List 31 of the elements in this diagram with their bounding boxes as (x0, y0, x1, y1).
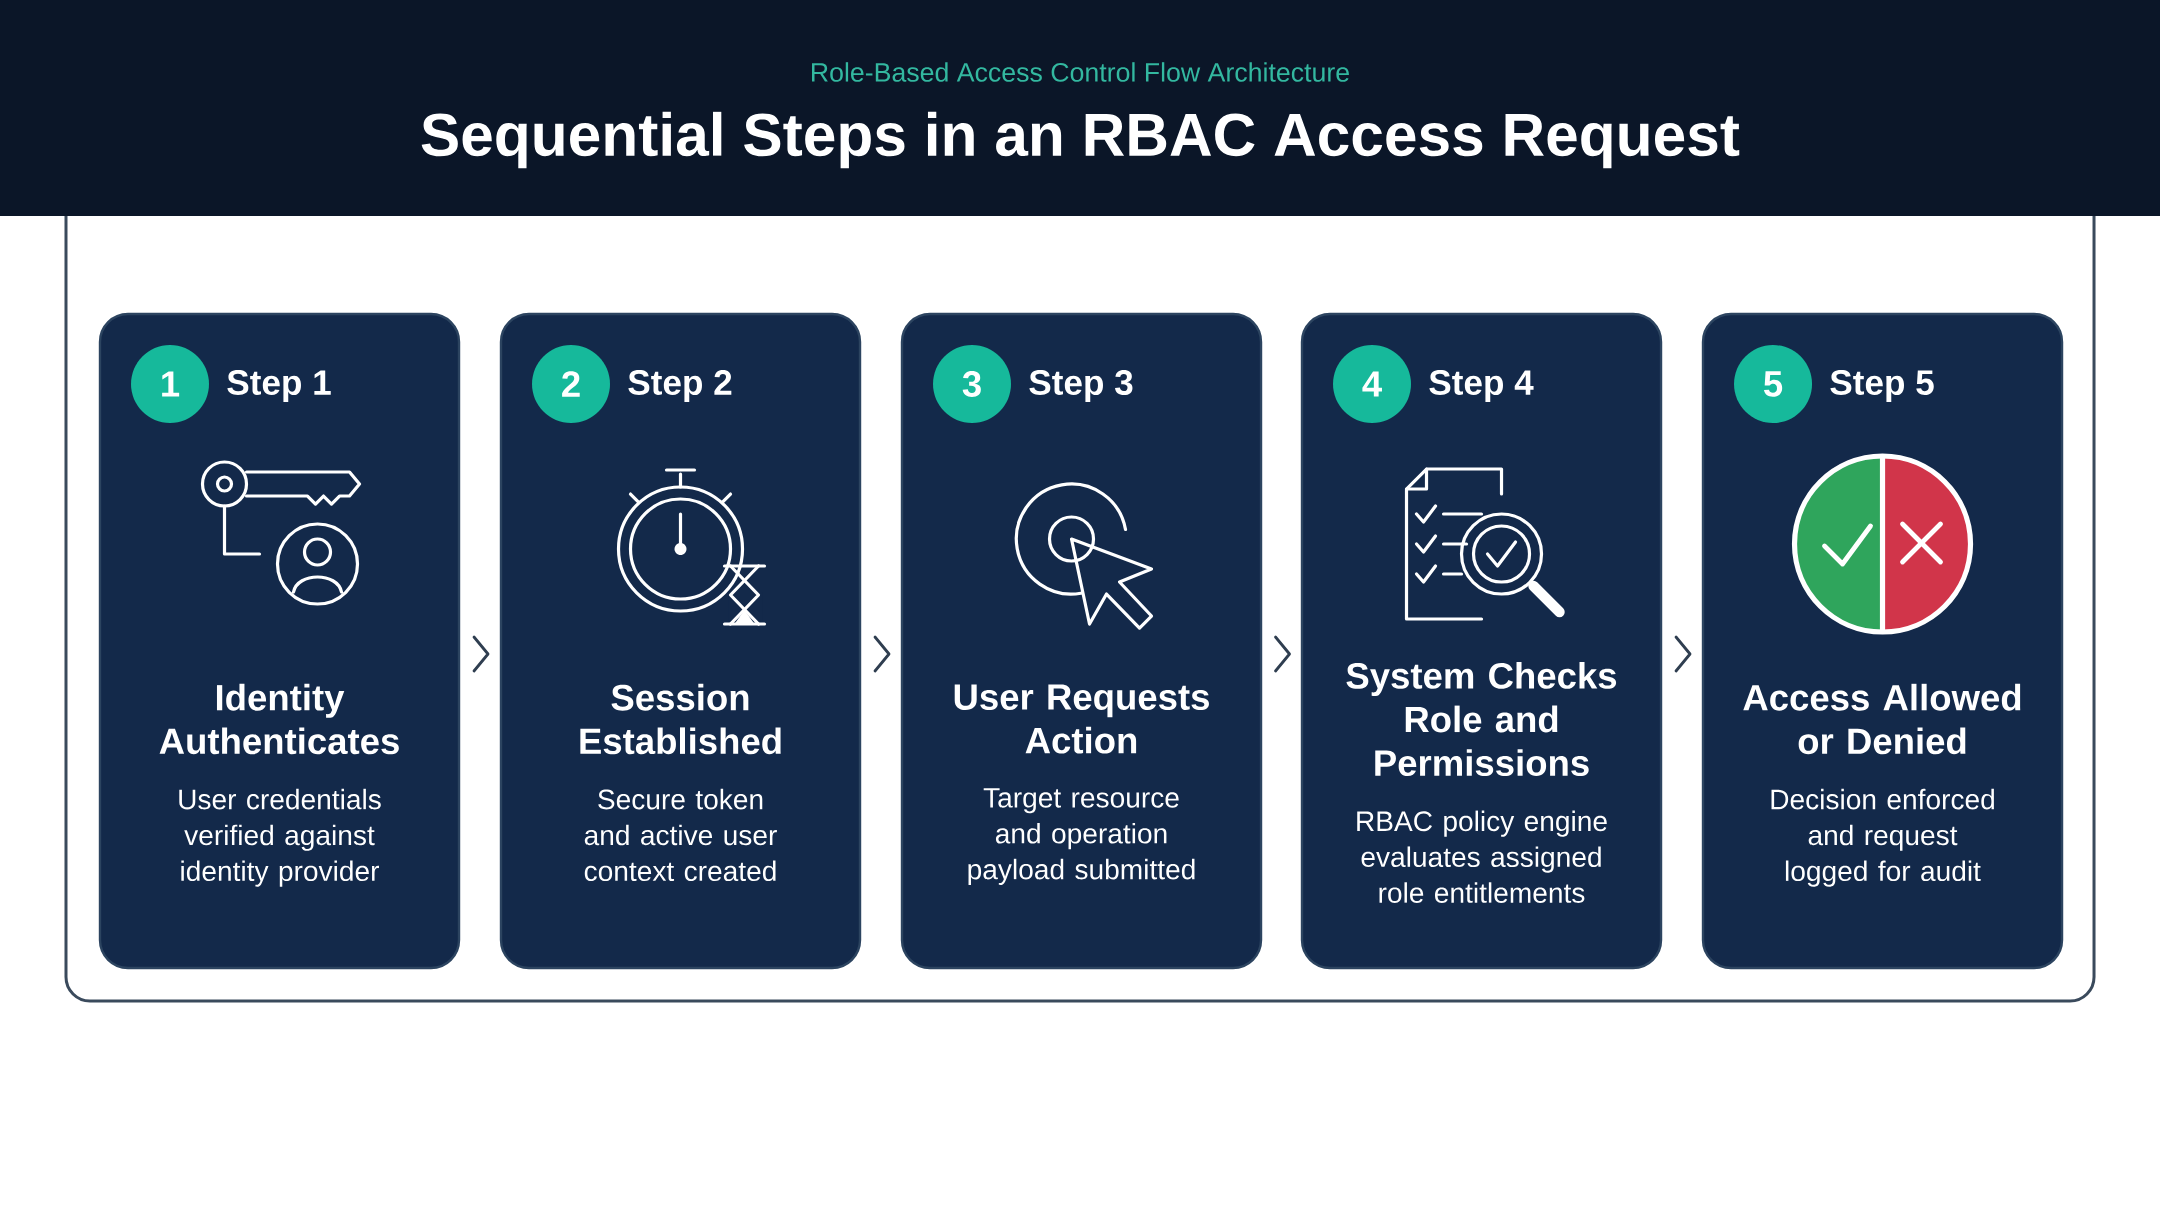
step-description: Secure token and active user context created (584, 788, 777, 882)
step-title: Access Allowed or Denied (1743, 683, 2021, 755)
step-title: Identity Authenticates (159, 683, 399, 755)
title: Sequential Steps in an RBAC Access Request (421, 111, 1740, 169)
subtitle: Role-Based Access Control Flow Architecture (812, 62, 1349, 82)
step-description: RBAC policy engine evaluates assigned role entitlements (1357, 810, 1607, 903)
step-card (1300, 312, 1663, 970)
step-description: Decision enforced and request logged for audit (1771, 788, 1994, 887)
step-title: User Requests Action (954, 684, 1209, 754)
step-card (98, 312, 461, 970)
step-label: Step 3 (1029, 370, 1133, 402)
number-badge: 4 (1333, 345, 1411, 423)
step-description: User credentials verified against identity provider (179, 788, 381, 887)
step-card (1701, 312, 2064, 970)
step-label: Step 2 (628, 370, 732, 402)
step-label: Step 1 (227, 370, 331, 402)
chevron-arrow (1674, 635, 1692, 673)
chevron-arrow (472, 635, 490, 673)
step-label: Step 5 (1830, 370, 1934, 402)
number-badge: 3 (933, 345, 1011, 423)
number-badge: 1 (131, 345, 209, 423)
step-description: Target resource and operation payload submitted (968, 788, 1195, 885)
step-title: Session Established (580, 683, 781, 755)
step-card (499, 312, 862, 970)
number-badge: 2 (532, 345, 610, 423)
step-card (900, 312, 1263, 970)
step-label: Step 4 (1429, 370, 1534, 402)
number-badge: 5 (1734, 345, 1812, 423)
step-title: System Checks Role and Permissions (1346, 662, 1617, 776)
chevron-arrow (1274, 635, 1291, 673)
chevron-arrow (873, 635, 891, 673)
